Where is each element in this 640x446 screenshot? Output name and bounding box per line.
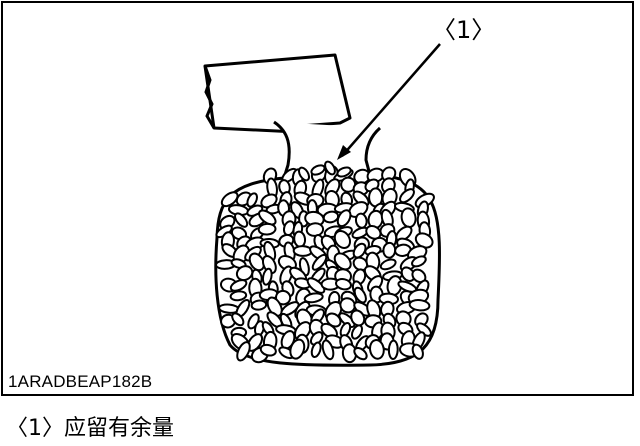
pellet [309, 331, 324, 346]
pellet [310, 341, 322, 359]
pellet [335, 278, 352, 291]
callout-label: 〈1〉 [432, 16, 495, 44]
pellet [353, 346, 368, 361]
pellet [400, 266, 416, 282]
pellet [229, 290, 248, 302]
pellet [259, 343, 277, 357]
pellet [322, 210, 340, 224]
pellet [336, 166, 352, 178]
pellet [258, 209, 277, 226]
filter-bag-illustration: 〈1〉 [203, 16, 495, 367]
pellet [266, 296, 283, 317]
pellet [369, 339, 385, 360]
pellet [235, 265, 254, 282]
pellet [289, 338, 306, 360]
pellet [324, 160, 336, 176]
pellet [411, 343, 424, 360]
pellet [275, 289, 292, 306]
pellet [336, 209, 352, 228]
pellet [231, 312, 245, 327]
pellet [411, 255, 427, 268]
pellet [236, 341, 251, 362]
pellet [339, 297, 356, 314]
pipe-cut-edge [203, 65, 216, 129]
pellet [353, 286, 367, 304]
pellet [311, 253, 328, 271]
pellet [246, 192, 258, 208]
caption-text: 〈1〉应留有余量 [6, 416, 174, 441]
pellet [399, 188, 415, 204]
pellet [292, 245, 313, 257]
pellet [365, 225, 382, 240]
pellet [297, 166, 311, 182]
pellet [250, 299, 268, 311]
pellet [303, 292, 324, 304]
figure-code: 1ARADBEAP182B [8, 372, 153, 391]
pellet [387, 339, 399, 360]
pellet [306, 277, 326, 294]
pellet [408, 299, 431, 312]
pellet [261, 267, 273, 286]
pellet [350, 324, 364, 340]
outlet-pipe [203, 53, 352, 134]
pellet [234, 212, 249, 228]
pellet [352, 242, 367, 259]
pellet [321, 339, 335, 361]
pellet [333, 252, 352, 271]
pellet [333, 229, 352, 250]
pellet [305, 222, 325, 237]
pellet [220, 191, 239, 208]
pellet [379, 258, 397, 271]
pellet [382, 241, 397, 259]
bag-pellets [215, 160, 435, 364]
pellet [248, 252, 265, 272]
callout-arrow [337, 43, 441, 160]
pellet [257, 222, 277, 236]
pellet [229, 279, 248, 292]
